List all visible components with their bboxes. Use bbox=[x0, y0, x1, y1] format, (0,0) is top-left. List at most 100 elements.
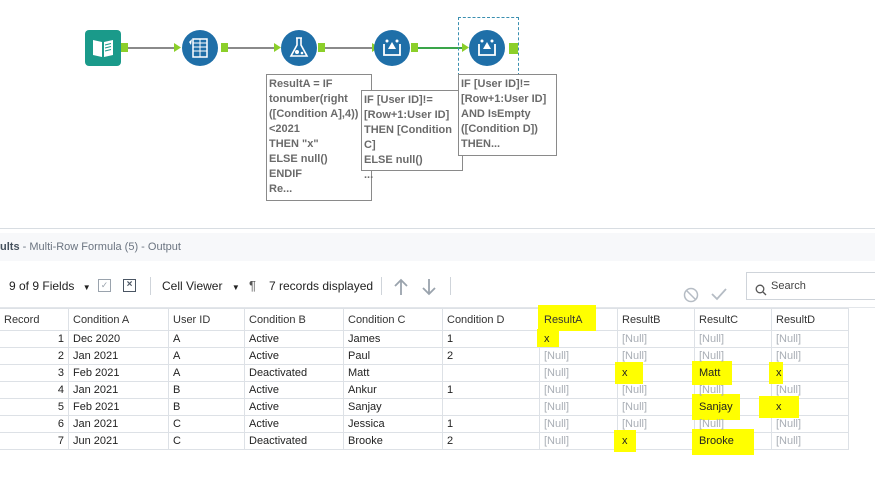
table-cell[interactable]: [Null] bbox=[617, 381, 695, 399]
cancel-icon[interactable] bbox=[683, 278, 699, 320]
table-cell[interactable]: 7 bbox=[0, 432, 69, 450]
table-cell[interactable]: [Null] bbox=[771, 381, 849, 399]
table-cell[interactable]: A bbox=[168, 347, 245, 365]
table-cell[interactable]: [Null] bbox=[539, 398, 618, 416]
table-cell[interactable]: [Null] bbox=[771, 415, 849, 433]
table-cell[interactable]: Jan 2021 bbox=[68, 415, 169, 433]
table-cell[interactable]: Feb 2021 bbox=[68, 364, 169, 382]
input-anchor[interactable] bbox=[462, 43, 469, 52]
table-cell[interactable]: Matt bbox=[343, 364, 443, 382]
table-cell[interactable]: [Null] bbox=[539, 381, 618, 399]
column-header[interactable]: Condition A bbox=[68, 308, 169, 331]
cell-viewer-dropdown[interactable]: Cell Viewer ▼ bbox=[162, 265, 240, 309]
table-cell[interactable]: Jan 2021 bbox=[68, 347, 169, 365]
table-cell[interactable]: 2 bbox=[0, 347, 69, 365]
table-cell[interactable]: Deactivated bbox=[244, 432, 344, 450]
search-input[interactable]: Search bbox=[746, 272, 875, 300]
table-cell[interactable]: Paul bbox=[343, 347, 443, 365]
table-cell[interactable]: 5 bbox=[0, 398, 69, 416]
multi-row-formula-tool-selected[interactable] bbox=[469, 30, 505, 66]
table-cell[interactable]: Active bbox=[244, 347, 344, 365]
table-cell[interactable]: A bbox=[168, 364, 245, 382]
output-anchor[interactable] bbox=[318, 43, 325, 52]
table-cell[interactable]: [Null] bbox=[771, 347, 849, 365]
column-header[interactable]: Condition D bbox=[442, 308, 540, 331]
results-table[interactable]: Record Condition A User ID Condition B C… bbox=[0, 305, 849, 455]
table-cell[interactable]: [Null] bbox=[694, 330, 772, 348]
arrow-down-icon[interactable] bbox=[420, 273, 438, 315]
table-cell[interactable]: C bbox=[168, 432, 245, 450]
table-cell[interactable]: 3 bbox=[0, 364, 69, 382]
table-cell[interactable] bbox=[442, 364, 540, 382]
table-cell[interactable]: [Null] bbox=[539, 347, 618, 365]
column-header[interactable]: ResultC bbox=[694, 308, 772, 331]
table-cell[interactable]: 1 bbox=[442, 415, 540, 433]
table-cell[interactable]: [Null] bbox=[694, 347, 772, 365]
table-cell[interactable]: B bbox=[168, 398, 245, 416]
table-cell[interactable]: 2 bbox=[442, 347, 540, 365]
table-cell[interactable]: B bbox=[168, 381, 245, 399]
table-cell[interactable]: [Null] bbox=[539, 364, 618, 382]
table-cell[interactable]: Ankur bbox=[343, 381, 443, 399]
table-cell[interactable]: James bbox=[343, 330, 443, 348]
table-cell[interactable]: x bbox=[537, 329, 618, 348]
table-cell[interactable]: [Null] bbox=[617, 415, 695, 433]
pilcrow-icon[interactable]: ¶ bbox=[249, 278, 256, 293]
deselect-icon[interactable]: × bbox=[123, 279, 136, 292]
workflow-canvas[interactable]: ResultA = IF tonumber(right ([Condition … bbox=[0, 0, 875, 228]
table-cell[interactable]: C bbox=[168, 415, 245, 433]
table-cell[interactable]: [Null] bbox=[539, 415, 618, 433]
output-anchor[interactable] bbox=[221, 43, 228, 52]
table-cell[interactable]: Jessica bbox=[343, 415, 443, 433]
column-header[interactable]: Condition B bbox=[244, 308, 344, 331]
table-cell[interactable]: [Null] bbox=[617, 398, 695, 416]
table-cell[interactable]: Jun 2021 bbox=[68, 432, 169, 450]
formula-annotation[interactable]: ResultA = IF tonumber(right ([Condition … bbox=[266, 74, 372, 201]
table-cell[interactable] bbox=[442, 398, 540, 416]
table-cell[interactable]: Active bbox=[244, 415, 344, 433]
column-header[interactable]: ResultD bbox=[771, 308, 849, 331]
table-cell[interactable]: x bbox=[615, 362, 695, 384]
table-cell[interactable]: 4 bbox=[0, 381, 69, 399]
checkbox-icon[interactable]: ✓ bbox=[98, 279, 111, 292]
table-cell[interactable]: [Null] bbox=[617, 347, 695, 365]
table-cell[interactable]: Matt bbox=[692, 361, 772, 385]
input-anchor[interactable] bbox=[174, 43, 181, 52]
table-cell[interactable]: Brooke bbox=[343, 432, 443, 450]
table-cell[interactable]: 6 bbox=[0, 415, 69, 433]
multi-row-formula-tool[interactable] bbox=[374, 30, 410, 66]
table-cell[interactable]: Brooke bbox=[692, 429, 772, 455]
formula-tool[interactable] bbox=[281, 30, 317, 66]
table-cell[interactable]: 1 bbox=[442, 381, 540, 399]
table-cell[interactable]: Active bbox=[244, 381, 344, 399]
arrow-up-icon[interactable] bbox=[392, 273, 410, 315]
table-cell[interactable]: 1 bbox=[442, 330, 540, 348]
table-cell[interactable]: x bbox=[614, 430, 695, 452]
checkmark-icon[interactable] bbox=[710, 277, 728, 319]
table-cell[interactable]: [Null] bbox=[617, 330, 695, 348]
parse-tool[interactable] bbox=[182, 30, 218, 66]
input-anchor[interactable] bbox=[274, 43, 281, 52]
multi-row-annotation-2[interactable]: IF [User ID]!= [Row+1:User ID] AND IsEmp… bbox=[458, 74, 557, 156]
table-cell[interactable]: 2 bbox=[442, 432, 540, 450]
table-cell[interactable]: Jan 2021 bbox=[68, 381, 169, 399]
table-cell[interactable]: Feb 2021 bbox=[68, 398, 169, 416]
table-cell[interactable]: x bbox=[769, 362, 849, 384]
fields-dropdown[interactable]: 9 of 9 Fields ▼ bbox=[9, 265, 91, 309]
table-cell[interactable]: A bbox=[168, 330, 245, 348]
column-header[interactable]: User ID bbox=[168, 308, 245, 331]
column-header[interactable]: Record bbox=[0, 308, 69, 331]
column-header-resulta[interactable]: ResultA bbox=[538, 305, 618, 331]
column-header[interactable]: Condition C bbox=[343, 308, 443, 331]
multi-row-annotation-1[interactable]: IF [User ID]!= [Row+1:User ID] THEN [Con… bbox=[361, 90, 463, 181]
table-cell[interactable]: x bbox=[759, 396, 849, 418]
table-cell[interactable]: [Null] bbox=[539, 432, 618, 450]
output-anchor[interactable] bbox=[121, 43, 128, 52]
